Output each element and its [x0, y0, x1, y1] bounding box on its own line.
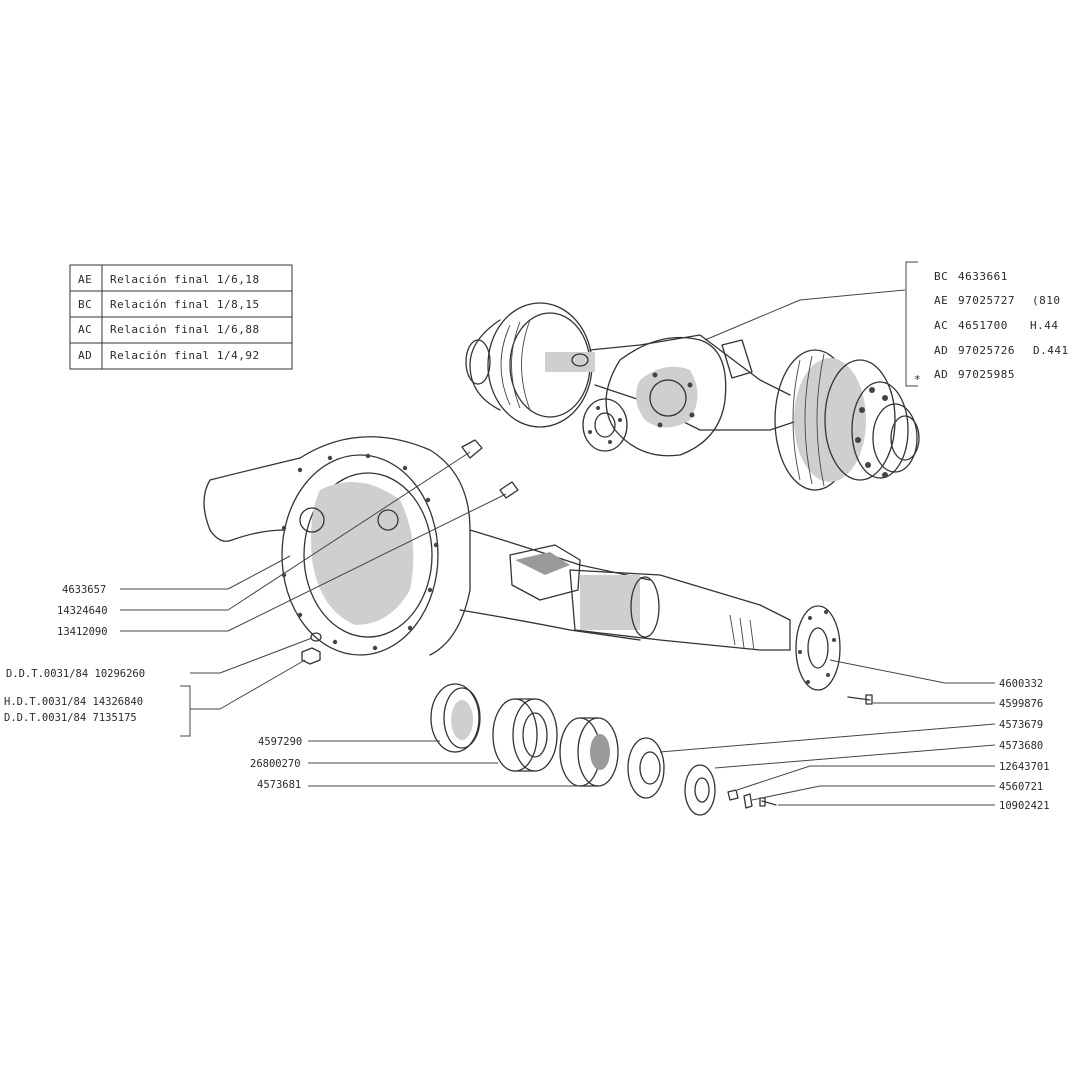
ref-code: AD	[934, 344, 948, 357]
part-label: 4599876	[999, 698, 1043, 710]
part-label: 4633657	[62, 584, 106, 596]
axle-assembly-illustration	[465, 289, 920, 491]
part-label: 4600332	[999, 678, 1043, 690]
ref-note: H.44	[1030, 319, 1059, 332]
ratio-code: AE	[78, 273, 92, 286]
ref-code: AC	[934, 319, 948, 332]
part-label: 4560721	[999, 781, 1043, 793]
part-label: 10902421	[999, 800, 1050, 812]
part-labels: 4633657 14324640 13412090 D.D.T.0031/84 …	[4, 584, 1050, 812]
part-label: 14324640	[57, 605, 108, 617]
ref-part-number: 4651700	[958, 319, 1008, 332]
part-label: D.D.T.0031/84 7135175	[4, 712, 137, 724]
ratio-text: Relación final 1/6,88	[110, 323, 260, 336]
asterisk-mark: *	[914, 373, 921, 386]
bearing-components-illustration	[430, 683, 777, 816]
leader-lines	[120, 451, 996, 806]
ref-part-number: 97025985	[958, 368, 1015, 381]
ref-note: D.441	[1033, 344, 1069, 357]
ratio-code: BC	[78, 298, 92, 311]
ref-part-number: 97025727	[958, 294, 1015, 307]
part-label: 4597290	[258, 736, 302, 748]
part-label: H.D.T.0031/84 14326840	[4, 696, 143, 708]
ref-part-number: 4633661	[958, 270, 1008, 283]
part-label: 4573681	[257, 779, 301, 791]
part-label: 26800270	[250, 758, 301, 770]
part-label: 4573679	[999, 719, 1043, 731]
ratio-text: Relación final 1/6,18	[110, 273, 260, 286]
axle-housing-illustration	[203, 436, 873, 705]
ratio-code: AD	[78, 349, 92, 362]
ratio-text: Relación final 1/4,92	[110, 349, 260, 362]
part-label: 4573680	[999, 740, 1043, 752]
ref-code: AE	[934, 294, 948, 307]
part-label: 12643701	[999, 761, 1050, 773]
ref-code: BC	[934, 270, 948, 283]
ratio-text: Relación final 1/8,15	[110, 298, 260, 311]
ref-part-number: 97025726	[958, 344, 1015, 357]
assembly-reference-list: * BC 4633661 AE 97025727 (810 AC 4651700…	[905, 261, 1069, 387]
part-label: 13412090	[57, 626, 108, 638]
part-label: D.D.T.0031/84 10296260	[6, 668, 145, 680]
ref-code: AD	[934, 368, 948, 381]
ratio-code: AC	[78, 323, 92, 336]
ref-note: (810	[1032, 294, 1061, 307]
ratio-table: AE Relación final 1/6,18 BC Relación fin…	[69, 264, 293, 370]
